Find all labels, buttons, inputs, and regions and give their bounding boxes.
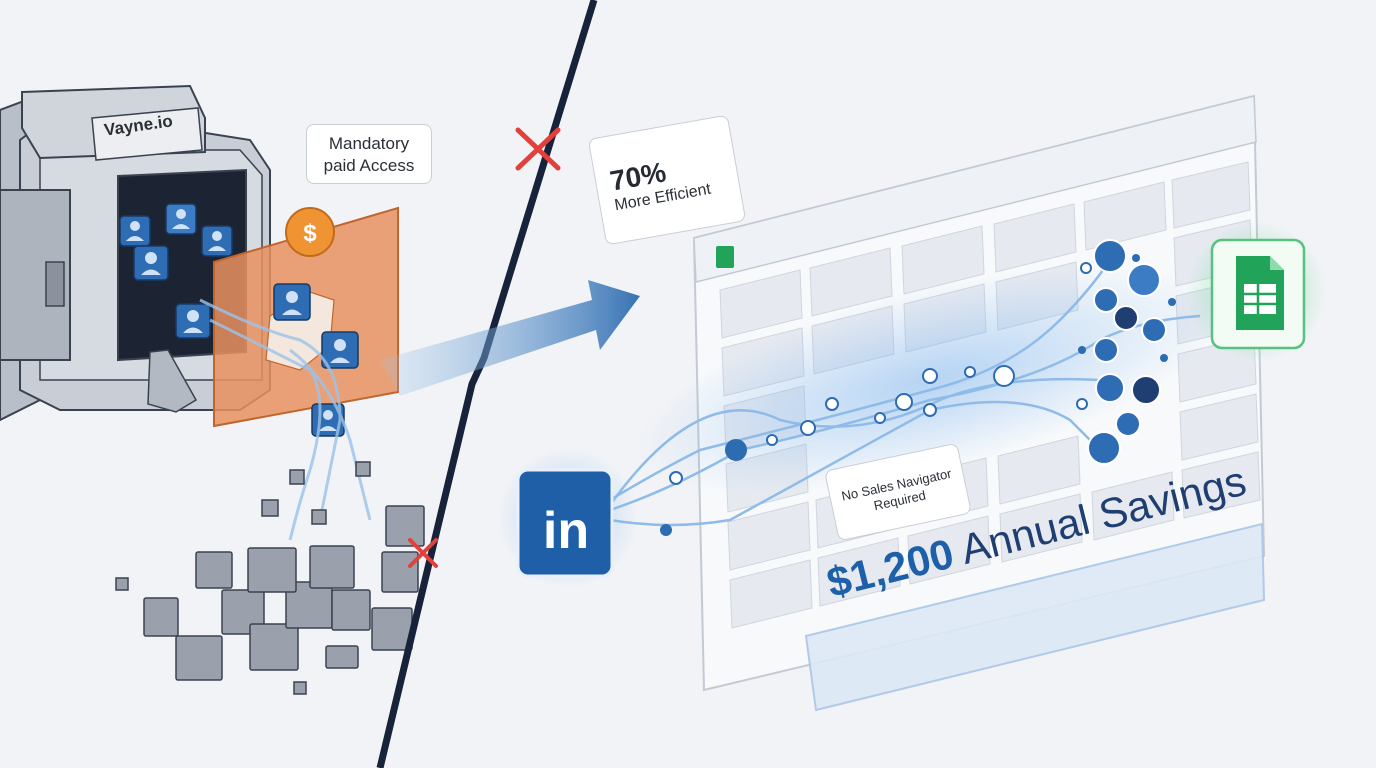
- user-icon: [321, 331, 359, 369]
- savings-banner: [804, 522, 1266, 712]
- user-icon: [201, 225, 233, 257]
- paid-callout-line1: Mandatory: [328, 134, 410, 153]
- broken-blocks: [115, 461, 425, 695]
- dollar-coin-icon: $: [285, 207, 335, 257]
- divider-line: [376, 0, 598, 768]
- paid-callout-line2: paid Access: [323, 156, 415, 175]
- data-stream: [199, 298, 372, 541]
- x-mark-icon: [408, 538, 438, 568]
- user-tiles: [119, 203, 359, 437]
- linkedin-badge-text: in: [543, 502, 589, 560]
- svg-text:$: $: [303, 220, 317, 247]
- user-icon: [119, 215, 151, 247]
- arrow: [380, 280, 640, 396]
- paid-access-callout: Mandatory paid Access: [306, 124, 432, 184]
- linkedin-icon: in: [498, 448, 638, 588]
- user-icon: [273, 283, 311, 321]
- user-icon: [165, 203, 197, 235]
- google-sheets-icon: [1186, 222, 1326, 362]
- data-flow: [608, 239, 1222, 536]
- user-icon: [175, 303, 211, 339]
- x-mark-icon: [515, 127, 561, 171]
- user-icon: [133, 245, 169, 281]
